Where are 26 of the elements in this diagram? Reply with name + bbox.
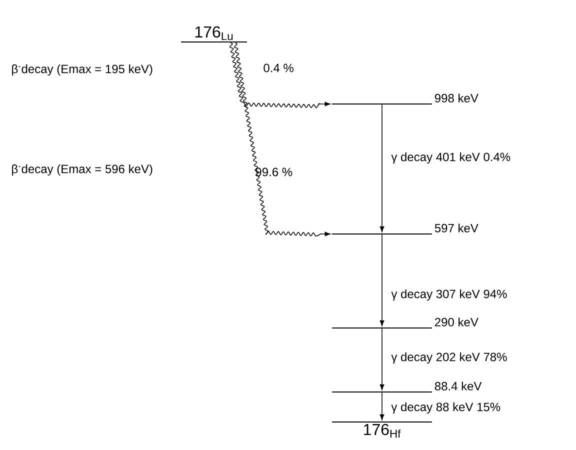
edge-label: γ decay 88 keV 15%	[391, 402, 500, 414]
node-label: 290 keV	[434, 318, 478, 326]
energy-level: 176$_{Hf}$	[332, 422, 432, 438]
energy-level: 998 keV	[332, 94, 478, 104]
arrow	[380, 104, 384, 232]
wavy-arrow	[229, 42, 330, 108]
decay-label: β$^{-}$decay (Emax = 596 keV)	[12, 164, 152, 176]
edge-label: γ decay 401 keV 0.4%	[391, 152, 510, 164]
energy-level: 176$_{Lu}$	[181, 26, 247, 42]
node-label: 998 keV	[434, 94, 478, 102]
edge-label: 99.6 %	[256, 168, 292, 176]
edge-label: γ decay 307 keV 94%	[391, 289, 507, 301]
energy-level: 88.4 keV	[332, 382, 482, 392]
wavy-arrow	[234, 42, 330, 237]
decay-label: β$^{-}$decay (Emax = 195 keV)	[12, 64, 152, 76]
energy-level: 597 keV	[332, 224, 478, 234]
edge-label: 0.4 %	[264, 64, 294, 72]
arrow	[380, 234, 384, 326]
node-label: 597 keV	[434, 224, 478, 232]
node-label: 176$_{Hf}$	[364, 424, 401, 438]
node-label: 88.4 keV	[434, 382, 482, 390]
energy-level: 290 keV	[332, 318, 478, 328]
arrow	[380, 392, 384, 420]
arrow	[380, 328, 384, 390]
edge-label: γ decay 202 keV 78%	[391, 352, 507, 364]
node-label: 176$_{Lu}$	[195, 26, 233, 40]
